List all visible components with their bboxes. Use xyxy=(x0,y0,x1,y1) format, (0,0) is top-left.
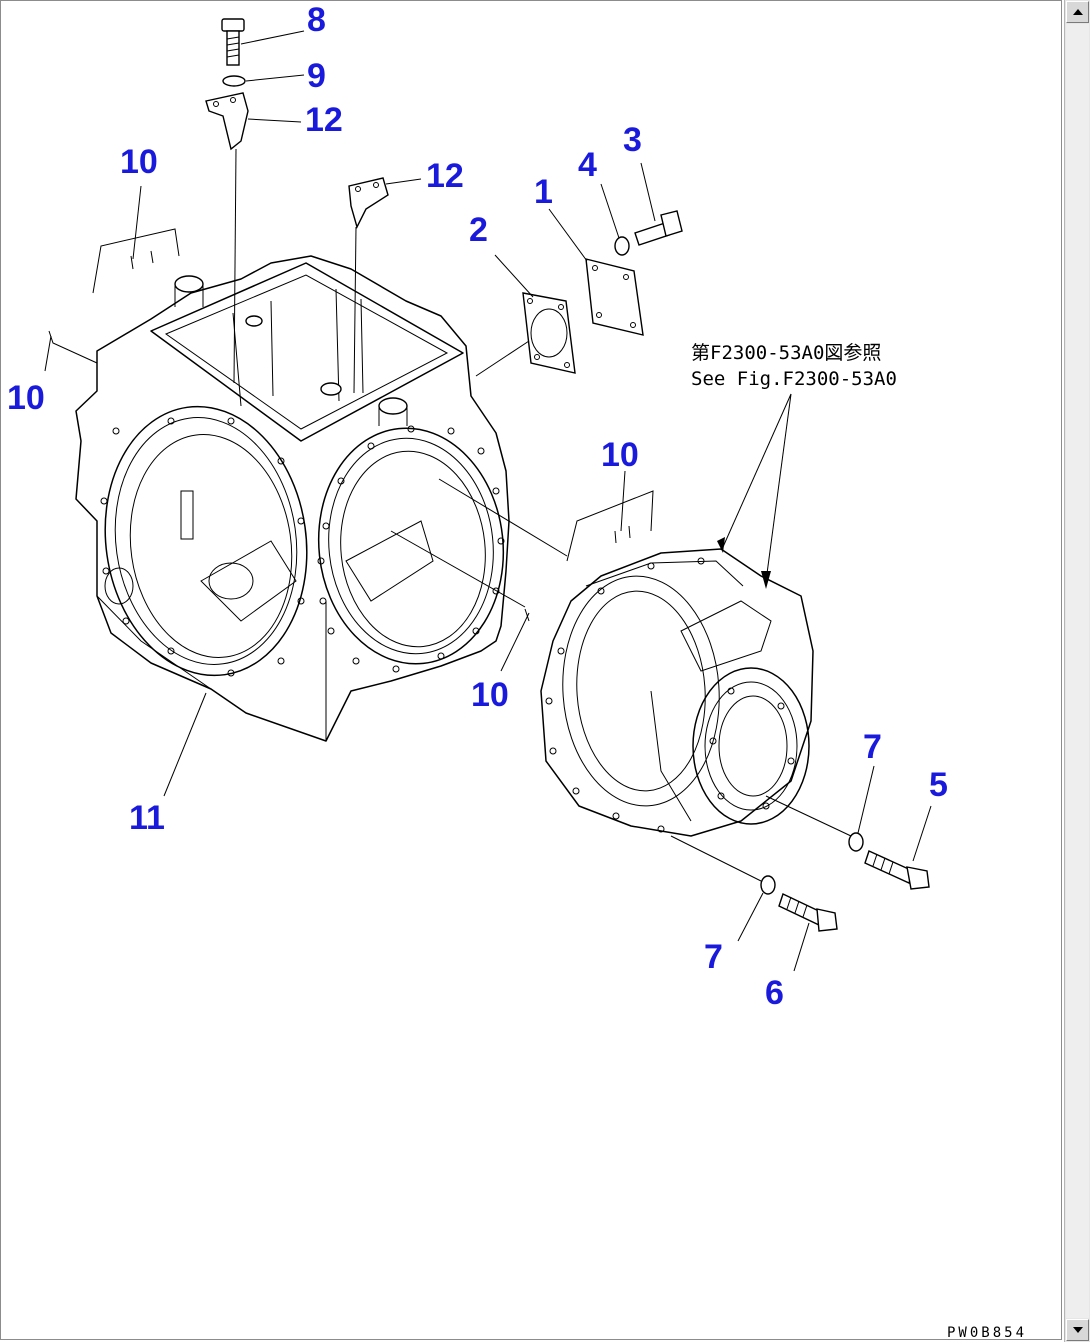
callout-7-right: 7 xyxy=(863,728,882,766)
washer-4 xyxy=(614,236,630,256)
callout-4: 4 xyxy=(578,146,597,184)
cover-assembly xyxy=(540,548,814,837)
callout-2: 2 xyxy=(469,211,488,249)
washer-7b xyxy=(760,875,776,895)
pin-group-10b xyxy=(48,330,98,364)
washer-7a xyxy=(848,832,864,852)
callout-10-left: 10 xyxy=(7,379,45,417)
pin-group-10c xyxy=(566,490,654,562)
callout-7-bottom: 7 xyxy=(704,938,723,976)
bracket-12b xyxy=(348,177,389,229)
callout-12-mid: 12 xyxy=(426,157,464,195)
reference-note-en: See Fig.F2300-53A0 xyxy=(691,368,897,390)
diagram-frame: 8 9 12 12 10 10 10 10 11 2 1 4 3 7 5 7 6… xyxy=(0,0,1062,1341)
gasket-2 xyxy=(522,292,576,374)
leader-lines xyxy=(44,30,932,972)
bolt-6 xyxy=(778,893,838,932)
bolt-5 xyxy=(864,850,930,890)
callout-1: 1 xyxy=(534,173,553,211)
pin-group-10a xyxy=(92,228,180,294)
drawing-code: PW0B854 xyxy=(947,1325,1027,1341)
callout-12-top: 12 xyxy=(305,101,343,139)
exploded-parts-diagram: 8 9 12 12 10 10 10 10 11 2 1 4 3 7 5 7 6… xyxy=(7,1,1027,1341)
callout-11: 11 xyxy=(129,799,165,837)
scroll-down-button[interactable] xyxy=(1066,1319,1089,1341)
callout-5: 5 xyxy=(929,766,948,804)
callout-3: 3 xyxy=(623,121,642,159)
callout-8: 8 xyxy=(307,1,326,39)
triangle-down-icon xyxy=(1072,1327,1083,1333)
scrollbar-track[interactable] xyxy=(1066,24,1089,1318)
bracket-12a xyxy=(205,92,249,151)
bolt-3 xyxy=(634,210,683,246)
cover-plate-1 xyxy=(585,258,644,336)
bolt-8 xyxy=(221,18,245,66)
pin-group-10d xyxy=(524,608,530,622)
scroll-up-button[interactable] xyxy=(1066,1,1089,23)
reference-note-jp: 第F2300-53A0図参照 xyxy=(691,342,881,364)
callout-9: 9 xyxy=(307,57,326,95)
callout-10-bottom: 10 xyxy=(471,676,509,714)
vertical-scrollbar[interactable] xyxy=(1064,0,1090,1342)
callout-6: 6 xyxy=(765,974,784,1012)
callout-10-right: 10 xyxy=(601,436,639,474)
washer-9 xyxy=(222,75,246,87)
transmission-housing xyxy=(75,255,510,742)
callout-10-top-left: 10 xyxy=(120,143,158,181)
triangle-up-icon xyxy=(1072,9,1083,15)
